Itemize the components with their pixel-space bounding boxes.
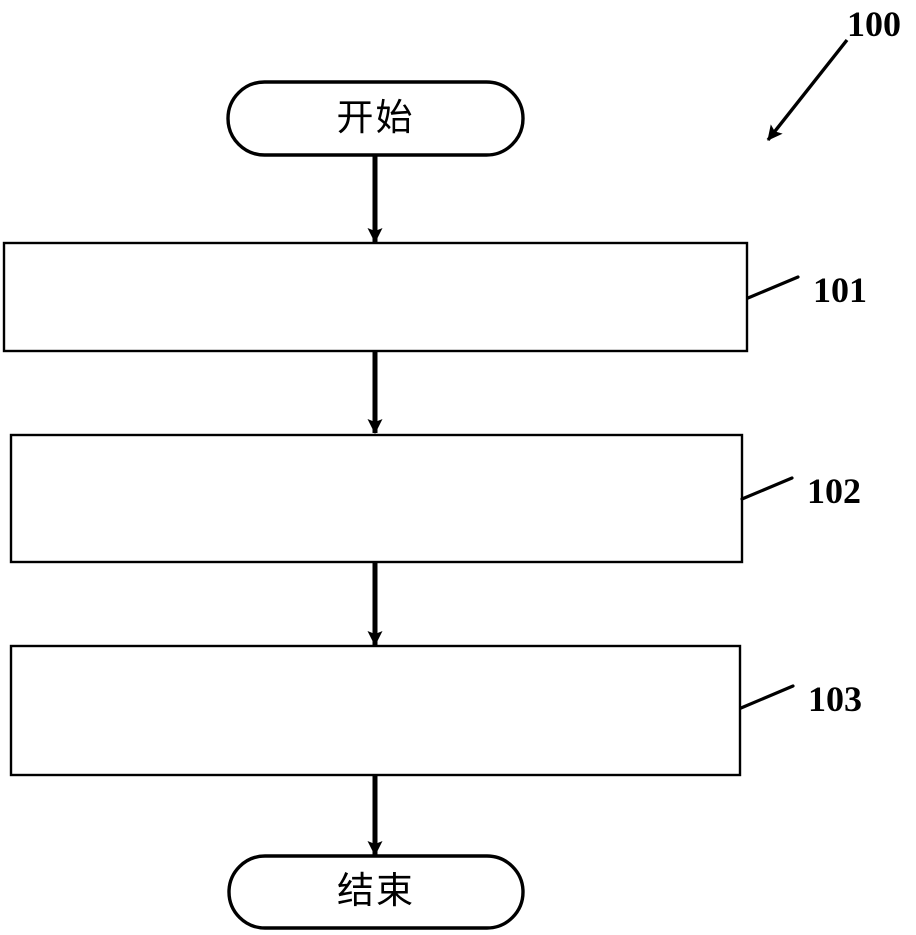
process-box-103-shape — [9, 644, 742, 777]
start-terminator-label: 开始 — [336, 98, 415, 139]
end-terminator-shape — [227, 854, 525, 930]
leader-line-101 — [746, 275, 800, 300]
leader-line-103 — [739, 684, 795, 710]
process-box-101-text — [4, 243, 747, 351]
process-box-102-text — [11, 435, 742, 562]
end-terminator-label: 结束 — [337, 871, 415, 912]
reference-numeral-102: 102 — [807, 471, 861, 511]
process-box-101-shape — [2, 241, 749, 353]
process-box-102-shape — [9, 433, 744, 564]
process-box-103-text — [11, 646, 740, 775]
reference-numeral-101: 101 — [813, 270, 867, 310]
reference-numeral-103: 103 — [808, 679, 862, 719]
figure-reference-arrow-100 — [766, 38, 849, 142]
leader-line-102 — [740, 476, 794, 501]
reference-numeral-100: 100 — [847, 4, 901, 44]
